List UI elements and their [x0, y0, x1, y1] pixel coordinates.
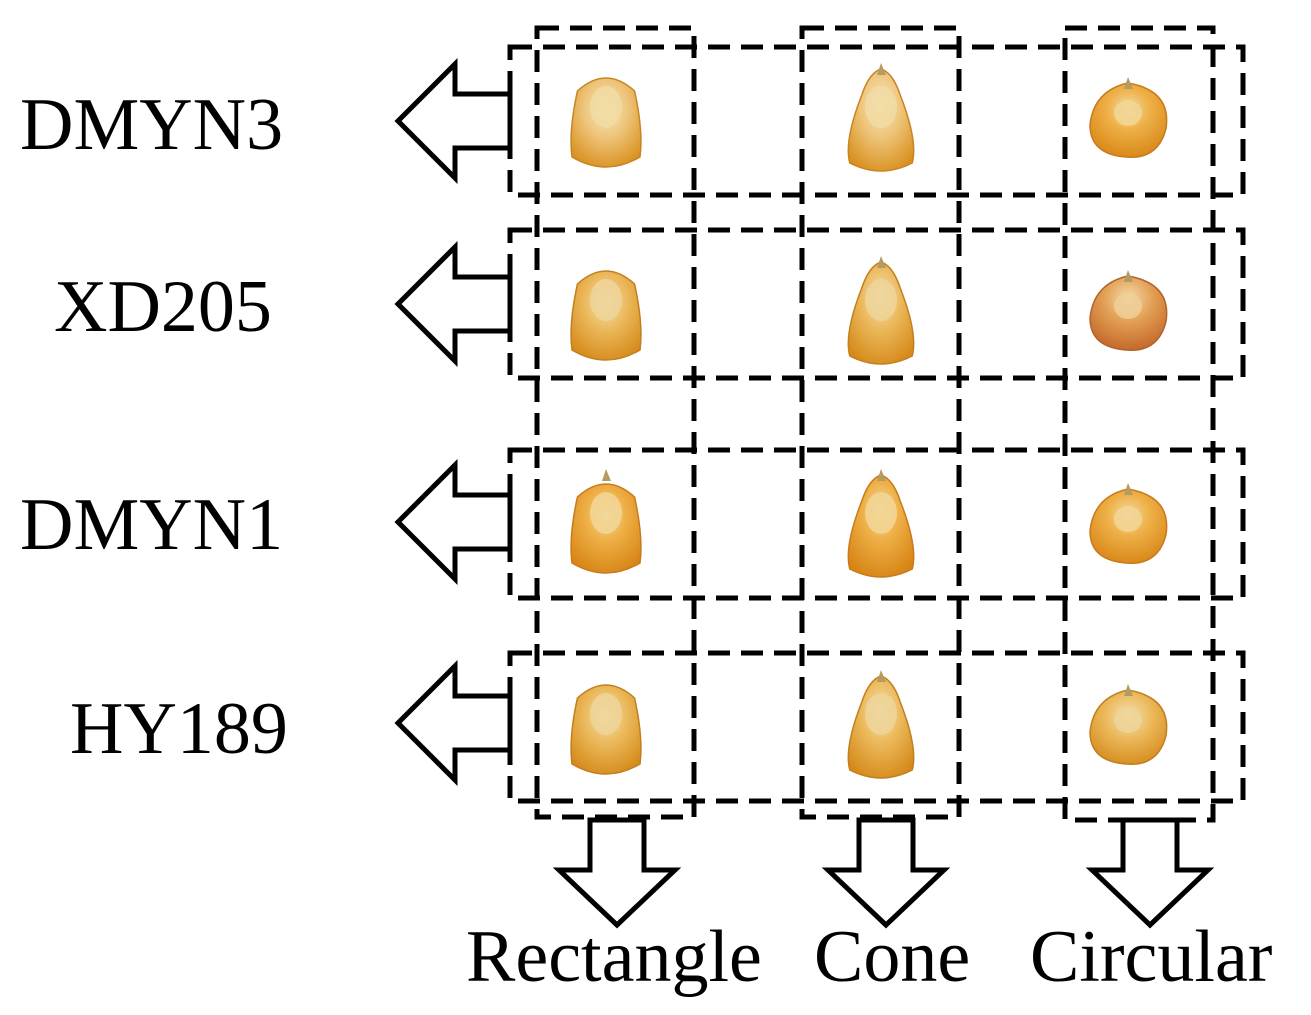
kernel-germ	[1114, 100, 1142, 126]
column-box-rectangle	[534, 25, 697, 820]
arrow-down-cone	[821, 817, 951, 929]
column-box-cone	[799, 25, 962, 820]
arrow-left-xd205	[394, 240, 513, 368]
kernel-tip	[1124, 684, 1133, 696]
kernel-germ	[590, 86, 622, 128]
column-label-cone: Cone	[814, 916, 971, 998]
kernel-xd205-circular	[1089, 270, 1168, 351]
arrow-down-rectangle	[552, 817, 682, 929]
kernel-xd205-rectangle	[570, 270, 642, 361]
kernel-tip	[1124, 270, 1133, 282]
arrow-left-dmyn3	[394, 57, 513, 185]
kernel-dmyn1-cone	[847, 469, 915, 578]
kernel-germ	[865, 693, 897, 735]
row-label-hy189: HY189	[70, 688, 288, 770]
arrow-down-circular	[1085, 817, 1215, 929]
kernel-dmyn3-circular	[1089, 77, 1168, 158]
kernel-tip	[877, 469, 886, 481]
kernel-hy189-rectangle	[570, 684, 642, 775]
kernel-germ	[590, 492, 622, 534]
kernel-hy189-circular	[1089, 684, 1168, 765]
kernel-dmyn1-rectangle	[570, 469, 642, 574]
kernel-germ	[1114, 707, 1142, 733]
kernel-tip	[877, 256, 886, 268]
kernel-tip	[1124, 77, 1133, 89]
kernel-hy189-cone	[847, 670, 915, 779]
kernel-germ	[1114, 506, 1142, 532]
kernel-germ	[590, 279, 622, 321]
column-box-circular	[1062, 25, 1216, 823]
column-label-rectangle: Rectangle	[466, 916, 762, 998]
kernel-germ	[865, 86, 897, 128]
kernel-tip	[877, 63, 886, 75]
row-label-dmyn3: DMYN3	[20, 84, 284, 166]
kernel-tip	[602, 469, 611, 481]
kernel-dmyn3-cone	[847, 63, 915, 172]
column-label-circular: Circular	[1030, 916, 1273, 998]
kernel-dmyn3-rectangle	[570, 77, 642, 168]
kernel-germ	[865, 492, 897, 534]
row-label-xd205: XD205	[54, 266, 272, 348]
row-label-dmyn1: DMYN1	[20, 484, 284, 566]
kernel-germ	[590, 693, 622, 735]
kernel-germ	[865, 279, 897, 321]
kernel-germ	[1114, 293, 1142, 319]
kernel-tip	[1124, 483, 1133, 495]
kernel-xd205-cone	[847, 256, 915, 365]
kernel-dmyn1-circular	[1089, 483, 1168, 564]
kernel-tip	[877, 670, 886, 682]
arrow-left-hy189	[394, 659, 513, 787]
arrow-left-dmyn1	[394, 458, 513, 586]
